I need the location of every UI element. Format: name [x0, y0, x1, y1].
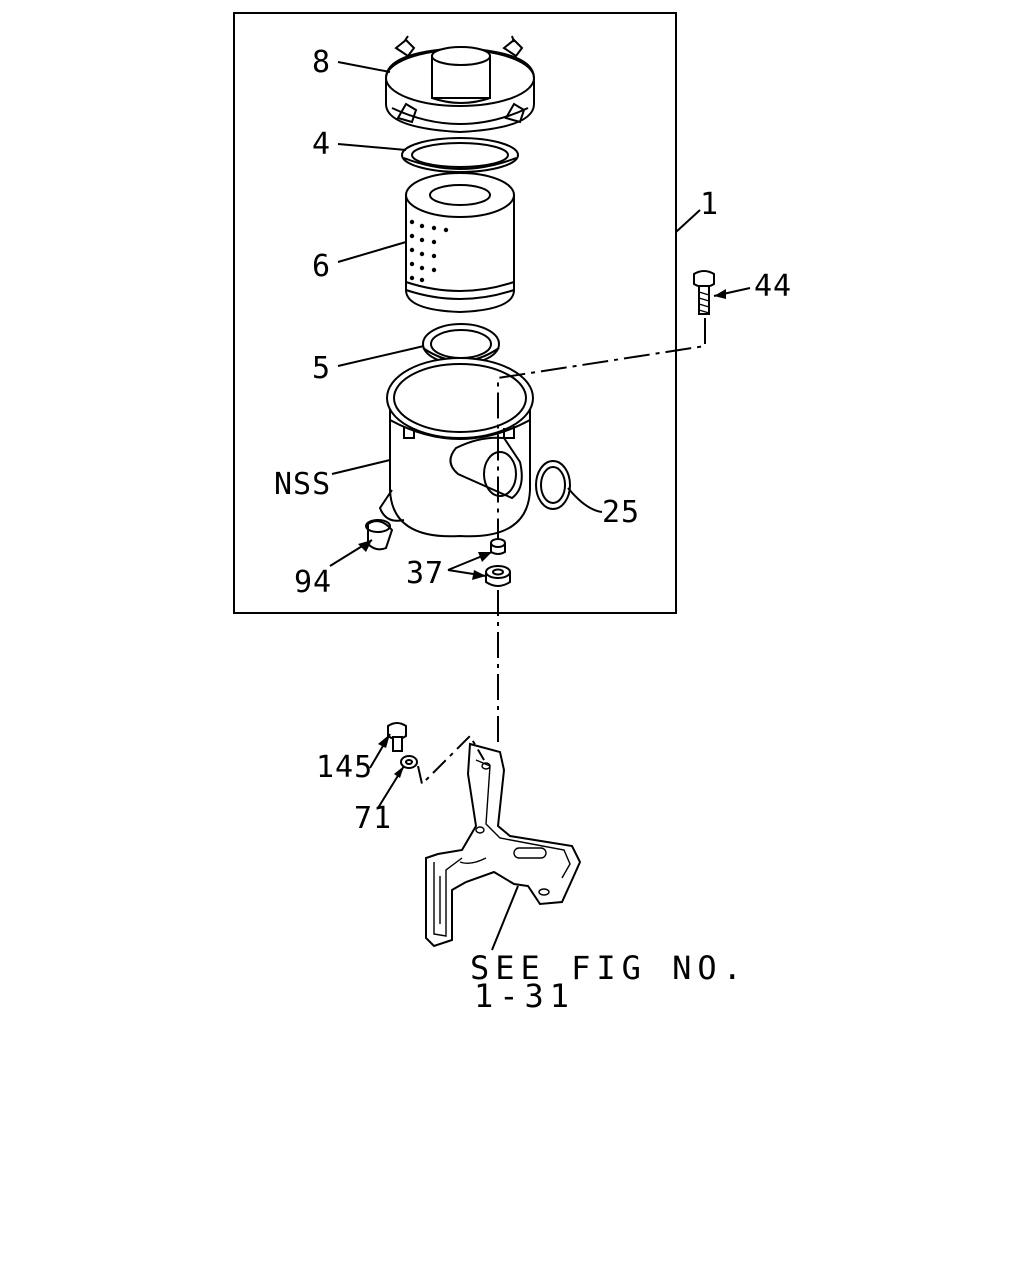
callout-71: 71 — [354, 801, 392, 836]
washer-part-71[interactable] — [400, 755, 418, 769]
callout-94: 94 — [294, 565, 332, 600]
center-lines — [417, 318, 706, 786]
assembly-frame — [233, 12, 677, 614]
callout-44: 44 — [754, 269, 792, 304]
callout-8: 8 — [312, 45, 331, 80]
filter-element-part-6[interactable] — [405, 172, 515, 314]
bolt-part-145[interactable] — [387, 722, 407, 752]
leader-arrowheads — [358, 289, 726, 778]
callout-37: 37 — [406, 556, 444, 591]
callout-5: 5 — [312, 351, 331, 386]
callout-6: 6 — [312, 249, 331, 284]
cover-part-8[interactable] — [385, 35, 535, 134]
callout-1: 1 — [700, 187, 719, 222]
valve-part-94[interactable] — [365, 519, 394, 551]
callout-25: 25 — [602, 495, 640, 530]
collar-part-37[interactable] — [485, 538, 511, 587]
callout-nss: NSS — [274, 467, 331, 502]
gasket-part-4[interactable] — [401, 137, 519, 173]
callout-145: 145 — [316, 750, 373, 785]
housing-body-nss[interactable] — [378, 357, 534, 538]
hose-ring-part-25[interactable] — [535, 460, 571, 510]
bolt-part-44[interactable] — [693, 270, 715, 315]
see-fig-number: 1-31 — [474, 977, 575, 1015]
mounting-bracket[interactable] — [425, 742, 582, 948]
see-fig-reference: SEE FIG NO. — [470, 949, 748, 987]
callout-4: 4 — [312, 127, 331, 162]
